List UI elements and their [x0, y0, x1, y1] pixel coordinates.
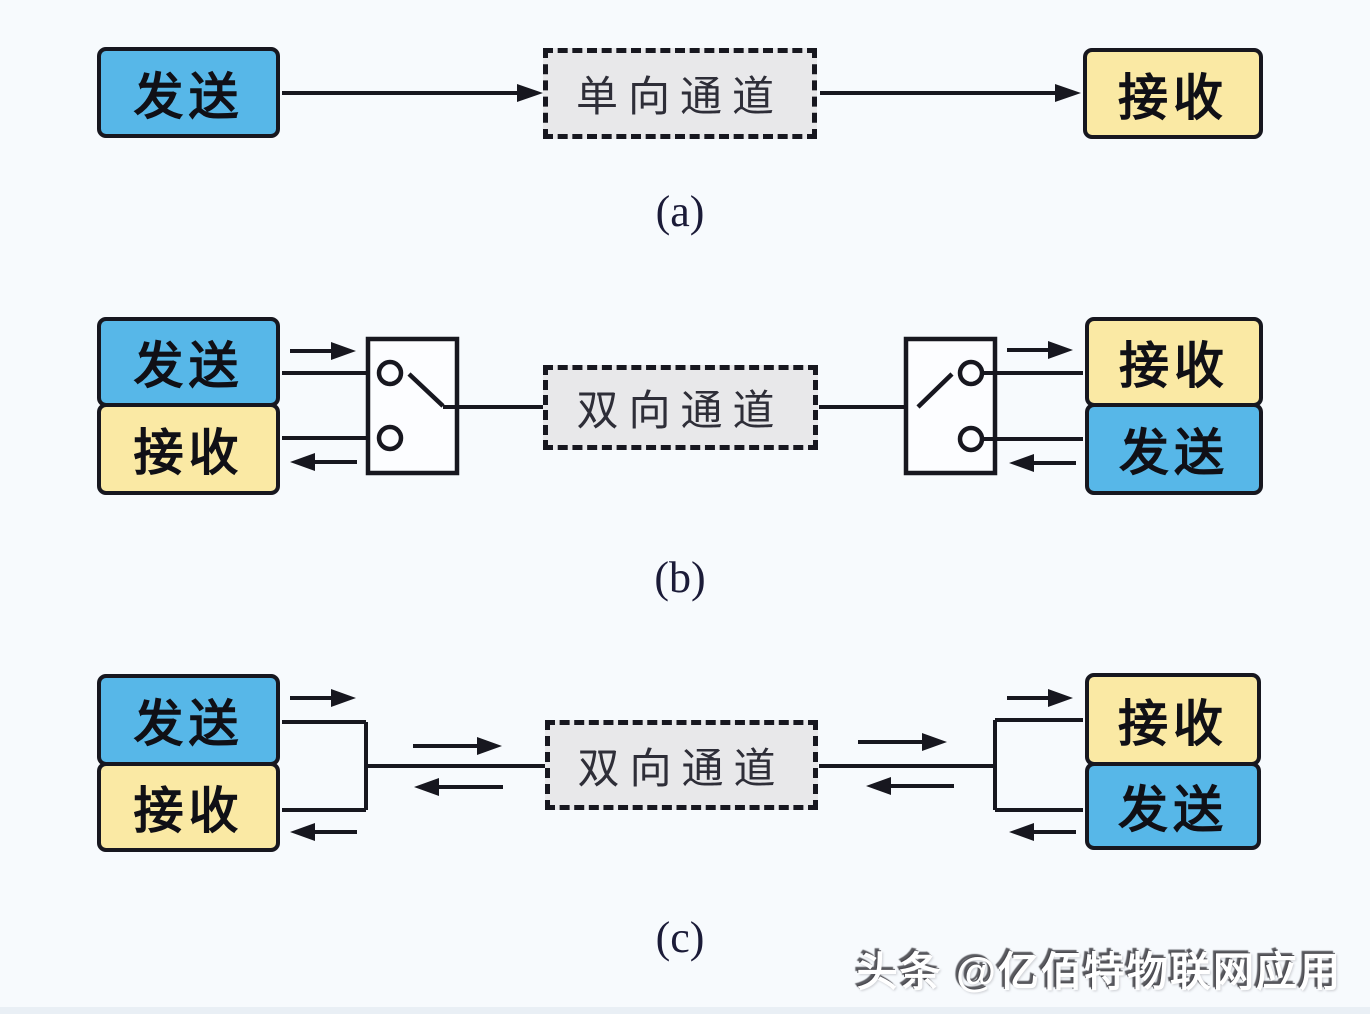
switch-lever-icon — [916, 372, 954, 409]
switch-contact-icon — [957, 425, 985, 453]
c-right-receive-box: 接收 — [1085, 673, 1261, 766]
arrow-c-midright-forward — [858, 733, 947, 751]
c-duplex-channel-box: 双向通道 — [545, 720, 818, 810]
switch-contact-icon — [376, 359, 404, 387]
c-left-send-box: 发送 — [97, 674, 280, 766]
c-right-send-box: 发送 — [1085, 762, 1261, 850]
arrow-a-send-to-channel — [282, 84, 543, 102]
junction-c-left — [364, 722, 547, 810]
arrow-c-right-forward — [1007, 689, 1073, 707]
arrow-c-midleft-backward — [414, 778, 503, 796]
arrow-c-right-backward — [1009, 823, 1076, 841]
b-right-send-box: 发送 — [1085, 403, 1263, 495]
switch-contact-icon — [957, 359, 985, 387]
switch-b-right — [903, 336, 998, 476]
a-simplex-channel-box: 单向通道 — [543, 48, 817, 139]
bottom-edge-strip — [0, 1007, 1370, 1014]
arrow-c-left-backward — [290, 823, 357, 841]
c-left-receive-box: 接收 — [97, 762, 280, 852]
arrow-b-right-forward — [1007, 341, 1073, 359]
arrow-c-midleft-forward — [413, 737, 502, 755]
switch-lever-icon — [407, 372, 445, 408]
b-right-receive-box: 接收 — [1085, 317, 1263, 407]
arrow-c-midright-backward — [866, 777, 954, 795]
switch-b-left — [365, 336, 460, 476]
caption-c: (c) — [655, 913, 705, 962]
watermark-text: 头条 @亿佰特物联网应用 — [856, 949, 1342, 995]
caption-a: (a) — [655, 187, 705, 236]
b-left-receive-box: 接收 — [97, 403, 280, 495]
arrow-b-right-backward — [1009, 454, 1076, 472]
arrow-b-left-forward — [290, 342, 356, 360]
arrow-a-channel-to-receive — [820, 84, 1081, 102]
arrow-b-left-backward — [290, 453, 357, 471]
b-left-send-box: 发送 — [97, 317, 280, 407]
a-sender-box: 发送 — [97, 47, 280, 138]
arrow-c-left-forward — [290, 689, 356, 707]
b-duplex-channel-box: 双向通道 — [543, 365, 818, 450]
caption-b: (b) — [654, 553, 706, 602]
a-receiver-box: 接收 — [1083, 48, 1263, 139]
switch-contact-icon — [376, 424, 404, 452]
junction-c-right — [993, 718, 1083, 812]
